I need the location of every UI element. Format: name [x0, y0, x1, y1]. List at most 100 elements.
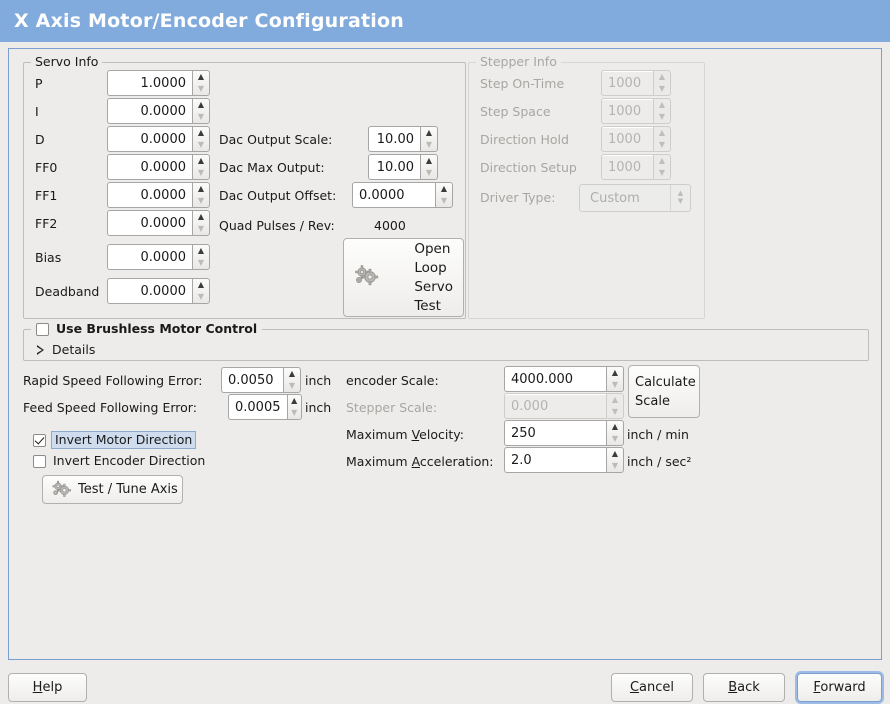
- spin-up-icon[interactable]: ▲: [425, 128, 433, 137]
- spin-maximum-acceleration-buttons[interactable]: ▲▼: [606, 447, 624, 473]
- spin-up-icon[interactable]: ▲: [197, 100, 205, 109]
- spin-down-icon[interactable]: ▼: [291, 408, 298, 417]
- label-p: P: [35, 76, 43, 91]
- spin-feed-speed-following-error[interactable]: 0.0005 ▲▼: [228, 394, 302, 420]
- spin-dac-output-offset-value[interactable]: 0.0000: [352, 182, 435, 208]
- use-brushless-motor-control-label: Use Brushless Motor Control: [56, 321, 258, 336]
- spin-encoder-scale-value[interactable]: 4000.000: [504, 366, 606, 392]
- checkbox-box-icon[interactable]: [33, 433, 46, 447]
- spin-up-icon[interactable]: ▲: [197, 72, 205, 81]
- spin-p-value[interactable]: 1.0000: [107, 70, 192, 96]
- spin-up-icon[interactable]: ▲: [288, 369, 296, 378]
- spin-d[interactable]: 0.0000 ▲▼: [107, 126, 210, 152]
- spin-down-icon[interactable]: ▼: [197, 168, 205, 177]
- spin-bias-value[interactable]: 0.0000: [107, 244, 192, 270]
- spin-up-icon[interactable]: ▲: [197, 128, 205, 137]
- spin-ff0-value[interactable]: 0.0000: [107, 154, 192, 180]
- spin-down-icon[interactable]: ▼: [197, 292, 205, 301]
- spin-maximum-acceleration[interactable]: 2.0 ▲▼: [504, 447, 624, 473]
- spin-ff2[interactable]: 0.0000 ▲▼: [107, 210, 210, 236]
- open-loop-servo-test-button[interactable]: Open Loop Servo Test: [343, 238, 464, 317]
- spin-up-icon[interactable]: ▲: [611, 422, 619, 431]
- spin-down-icon[interactable]: ▼: [611, 434, 619, 443]
- spin-dac-max-output[interactable]: 10.00 ▲▼: [368, 154, 438, 180]
- spin-dac-output-offset-buttons[interactable]: ▲▼: [435, 182, 453, 208]
- spin-down-icon[interactable]: ▼: [197, 112, 205, 121]
- chevron-right-icon[interactable]: [37, 345, 44, 355]
- spin-feed-buttons[interactable]: ▲▼: [286, 394, 302, 420]
- spin-down-icon[interactable]: ▼: [440, 196, 448, 205]
- spin-i[interactable]: 0.0000 ▲▼: [107, 98, 210, 124]
- spin-up-icon[interactable]: ▲: [291, 396, 298, 405]
- checkbox-box-icon[interactable]: [36, 322, 49, 336]
- forward-label: Forward: [813, 680, 865, 695]
- spin-down-icon[interactable]: ▼: [611, 380, 619, 389]
- spin-p[interactable]: 1.0000 ▲▼: [107, 70, 210, 96]
- spin-ff1-buttons[interactable]: ▲▼: [192, 182, 210, 208]
- spin-down-icon[interactable]: ▼: [425, 168, 433, 177]
- spin-ff1-value[interactable]: 0.0000: [107, 182, 192, 208]
- spin-up-icon[interactable]: ▲: [197, 184, 205, 193]
- cancel-button[interactable]: Cancel: [611, 673, 693, 702]
- back-label-post: ack: [737, 680, 760, 695]
- calculate-scale-button[interactable]: Calculate Scale: [628, 365, 700, 418]
- spin-ff2-buttons[interactable]: ▲▼: [192, 210, 210, 236]
- spin-up-icon[interactable]: ▲: [611, 368, 619, 377]
- spin-up-icon[interactable]: ▲: [197, 156, 205, 165]
- spin-ff0-buttons[interactable]: ▲▼: [192, 154, 210, 180]
- invert-motor-direction-checkbox[interactable]: Invert Motor Direction: [33, 431, 197, 449]
- spin-maximum-velocity-buttons[interactable]: ▲▼: [606, 420, 624, 446]
- details-expander[interactable]: Details: [37, 342, 95, 358]
- help-button[interactable]: Help: [8, 673, 87, 702]
- spin-d-buttons[interactable]: ▲▼: [192, 126, 210, 152]
- spin-ff1[interactable]: 0.0000 ▲▼: [107, 182, 210, 208]
- spin-dac-max-output-buttons[interactable]: ▲▼: [420, 154, 438, 180]
- spin-i-value[interactable]: 0.0000: [107, 98, 192, 124]
- spin-encoder-scale-buttons[interactable]: ▲▼: [606, 366, 624, 392]
- invert-encoder-direction-checkbox[interactable]: Invert Encoder Direction: [33, 453, 205, 469]
- spin-up-icon[interactable]: ▲: [197, 246, 205, 255]
- forward-button[interactable]: Forward: [797, 673, 882, 702]
- spin-rapid-speed-following-error[interactable]: 0.0050 ▲▼: [221, 367, 301, 393]
- spin-feed-value[interactable]: 0.0005: [228, 394, 287, 420]
- spin-maximum-acceleration-value[interactable]: 2.0: [504, 447, 606, 473]
- spin-up-icon[interactable]: ▲: [440, 184, 448, 193]
- spin-dac-output-scale-buttons[interactable]: ▲▼: [420, 126, 438, 152]
- spin-encoder-scale[interactable]: 4000.000 ▲▼: [504, 366, 624, 392]
- spin-down-icon[interactable]: ▼: [288, 381, 296, 390]
- spin-maximum-velocity-value[interactable]: 250: [504, 420, 606, 446]
- checkbox-box-icon[interactable]: [33, 454, 46, 468]
- spin-bias-buttons[interactable]: ▲▼: [192, 244, 210, 270]
- spin-down-icon[interactable]: ▼: [425, 140, 433, 149]
- spin-rapid-buttons[interactable]: ▲▼: [283, 367, 301, 393]
- spin-down-icon[interactable]: ▼: [611, 461, 619, 470]
- help-label-post: elp: [42, 680, 63, 695]
- spin-rapid-value[interactable]: 0.0050: [221, 367, 283, 393]
- spin-maximum-velocity[interactable]: 250 ▲▼: [504, 420, 624, 446]
- spin-ff2-value[interactable]: 0.0000: [107, 210, 192, 236]
- spin-i-buttons[interactable]: ▲▼: [192, 98, 210, 124]
- spin-deadband-buttons[interactable]: ▲▼: [192, 278, 210, 304]
- spin-up-icon[interactable]: ▲: [197, 212, 205, 221]
- spin-dac-output-scale[interactable]: 10.00 ▲▼: [368, 126, 438, 152]
- back-button[interactable]: Back: [703, 673, 785, 702]
- spin-up-icon[interactable]: ▲: [197, 280, 205, 289]
- spin-deadband-value[interactable]: 0.0000: [107, 278, 192, 304]
- spin-ff0[interactable]: 0.0000 ▲▼: [107, 154, 210, 180]
- spin-down-icon[interactable]: ▼: [197, 140, 205, 149]
- spin-bias[interactable]: 0.0000 ▲▼: [107, 244, 210, 270]
- spin-down-icon[interactable]: ▼: [197, 258, 205, 267]
- spin-p-buttons[interactable]: ▲▼: [192, 70, 210, 96]
- spin-down-icon[interactable]: ▼: [197, 84, 205, 93]
- spin-down-icon[interactable]: ▼: [197, 224, 205, 233]
- spin-deadband[interactable]: 0.0000 ▲▼: [107, 278, 210, 304]
- spin-up-icon[interactable]: ▲: [425, 156, 433, 165]
- spin-dac-output-scale-value[interactable]: 10.00: [368, 126, 420, 152]
- spin-d-value[interactable]: 0.0000: [107, 126, 192, 152]
- use-brushless-motor-control-checkbox[interactable]: Use Brushless Motor Control: [36, 321, 257, 337]
- spin-dac-max-output-value[interactable]: 10.00: [368, 154, 420, 180]
- spin-dac-output-offset[interactable]: 0.0000 ▲▼: [352, 182, 453, 208]
- spin-down-icon[interactable]: ▼: [197, 196, 205, 205]
- test-tune-axis-button[interactable]: Test / Tune Axis: [42, 475, 183, 504]
- spin-up-icon[interactable]: ▲: [611, 449, 619, 458]
